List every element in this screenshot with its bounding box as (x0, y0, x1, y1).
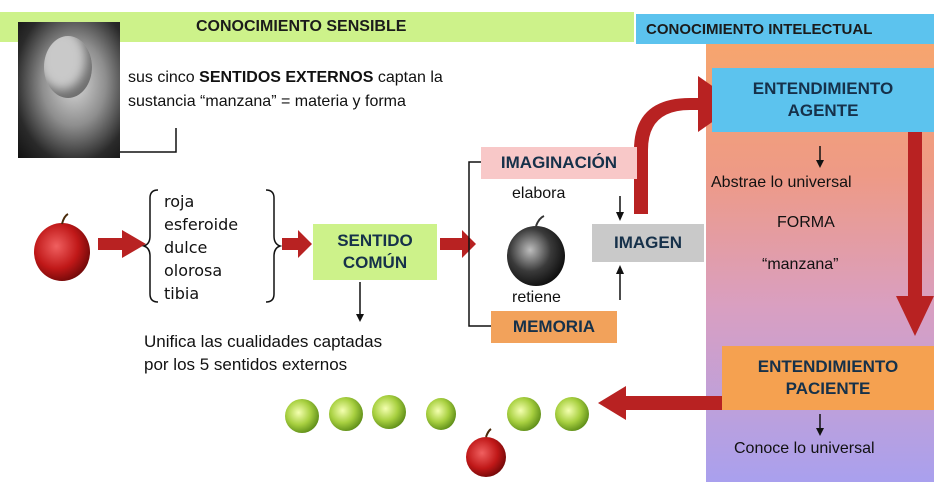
imaginacion-box: IMAGINACIÓN (481, 147, 637, 179)
paciente-line1: ENTENDIMIENTO (757, 357, 899, 376)
intro-post: captan la (373, 69, 443, 86)
qualities-left-brace (141, 189, 159, 303)
quality-item: dulce (164, 238, 208, 257)
portrait-connector-line (120, 128, 177, 153)
arrow-elabora-to-imagen (616, 196, 624, 221)
memoria-box: MEMORIA (491, 311, 617, 343)
quality-item: roja (164, 192, 195, 211)
qualities-list: roja esferoide dulce olorosa tibia (164, 190, 238, 305)
sentido-comun-line1: SENTIDO (337, 231, 413, 250)
internal-senses-bracket (468, 161, 491, 327)
imagen-box: IMAGEN (592, 224, 704, 262)
portrait-face (44, 36, 92, 98)
arrow-paciente-to-apples (598, 386, 724, 420)
quality-item: olorosa (164, 261, 223, 280)
red-apple-small (466, 428, 506, 477)
banner-intelectual-label: CONOCIMIENTO INTELECTUAL (646, 21, 873, 38)
agente-line1: ENTENDIMIENTO (752, 79, 894, 98)
retiene-label: retiene (512, 289, 561, 306)
green-apple-3 (372, 395, 406, 429)
banner-sensible-label: CONOCIMIENTO SENSIBLE (196, 18, 407, 35)
unifica-line1: Unifica las cualidades captadas (144, 332, 383, 351)
intro-bold: SENTIDOS EXTERNOS (199, 69, 374, 86)
quality-item: tibia (164, 284, 200, 303)
paciente-line2: PACIENTE (785, 379, 871, 398)
arrow-qualities-to-sentido (282, 230, 312, 258)
green-apple-1 (285, 399, 319, 433)
abstrae-label: Abstrae lo universal (711, 174, 852, 191)
arrow-memoria-to-imagen (616, 265, 624, 300)
arrow-apple-to-qualities (98, 230, 146, 258)
forma-label: FORMA (777, 214, 835, 231)
arrow-sentido-to-internal (440, 230, 476, 258)
intro-text: sus cinco SENTIDOS EXTERNOS captan la su… (128, 66, 558, 114)
entendimiento-paciente-box: ENTENDIMIENTO PACIENTE (722, 346, 934, 410)
green-apple-5 (507, 397, 541, 431)
unifica-text: Unifica las cualidades captadas por los … (144, 330, 382, 376)
arrow-agente-to-paciente (896, 132, 934, 336)
intro-pre: sus cinco (128, 69, 200, 86)
elabora-label: elabora (512, 185, 566, 202)
quality-item: esferoide (164, 215, 239, 234)
green-apple-4 (426, 398, 456, 430)
entendimiento-agente-box: ENTENDIMIENTO AGENTE (712, 68, 934, 132)
banner-conocimiento-intelectual: CONOCIMIENTO INTELECTUAL (636, 14, 934, 44)
qualities-right-brace (265, 189, 283, 303)
arrow-agente-to-abstrae (816, 146, 824, 168)
sentido-comun-line2: COMÚN (342, 253, 408, 272)
gray-apple (507, 215, 565, 286)
unifica-line2: por los 5 sentidos externos (144, 355, 348, 374)
red-apple-main (34, 213, 90, 281)
green-apple-6 (555, 397, 589, 431)
sentido-comun-box: SENTIDO COMÚN (313, 224, 437, 280)
agente-line2: AGENTE (787, 101, 859, 120)
manzana-label: “manzana” (762, 256, 839, 273)
conoce-label: Conoce lo universal (734, 440, 875, 457)
green-apple-2 (329, 397, 363, 431)
intro-line2: sustancia “manzana” = materia y forma (128, 93, 406, 110)
arrow-sentido-to-unifica (356, 282, 364, 322)
arrow-paciente-to-conoce (816, 414, 824, 436)
